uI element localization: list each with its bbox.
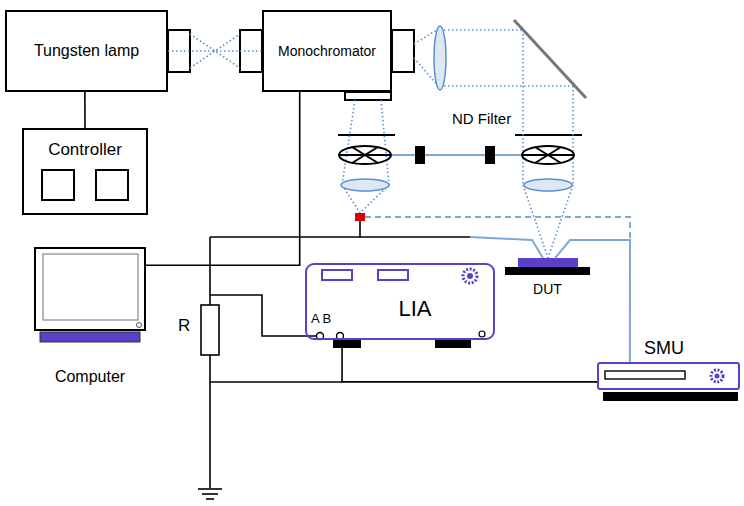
mono-output-port [392,30,414,72]
resistor-label: R [178,316,190,336]
connector [84,92,86,128]
node-text: Tungsten lamp [34,42,139,60]
filter-label: ND Filter [452,110,511,127]
node-text: Computer [55,368,125,386]
probe [470,237,543,258]
controller-box: Controller [22,128,148,215]
mono-input-port [240,30,262,72]
smu-box: SMU [597,362,740,390]
lamp-box: Tungsten lamp [5,10,168,92]
computer-monitor [35,248,145,342]
wire [210,221,470,488]
node-text: LIA [398,296,431,321]
node-text: Controller [48,140,122,160]
slit [338,134,395,136]
node-text: DUT [533,281,562,297]
lock-in-amplifier: LIA [305,263,495,340]
resistor-symbol [201,305,219,355]
dut-chip [518,258,578,267]
smu-panel [603,370,738,401]
connector [342,340,597,382]
chopper-wheel [339,146,574,164]
monochromator-box: Monochromator [262,10,392,92]
lens [341,179,389,191]
reference-detector [355,213,365,221]
terminal-label: A B [311,312,331,327]
chopper-bearing [415,146,425,164]
controller-display [42,170,74,200]
dashed-wire [365,217,630,238]
node-text: SMU [644,338,684,359]
dut-node: DUT [505,258,590,298]
node-text: Monochromator [278,43,376,59]
slit [515,134,582,136]
lamp-port [168,30,190,72]
sample-stage [505,267,590,275]
chopper-shaft [391,154,522,156]
mirror [514,20,586,98]
connector [168,50,262,52]
connector [145,92,300,265]
lens [524,179,572,191]
lens [434,26,446,90]
controller-display [96,170,128,200]
lia-panel [317,269,486,348]
ground-symbol [198,489,222,499]
chopper-bearing [485,146,495,164]
computer-node: Computer [35,248,145,388]
connector [555,240,630,362]
light-path [190,28,573,258]
mono-bottom-port [345,92,391,100]
